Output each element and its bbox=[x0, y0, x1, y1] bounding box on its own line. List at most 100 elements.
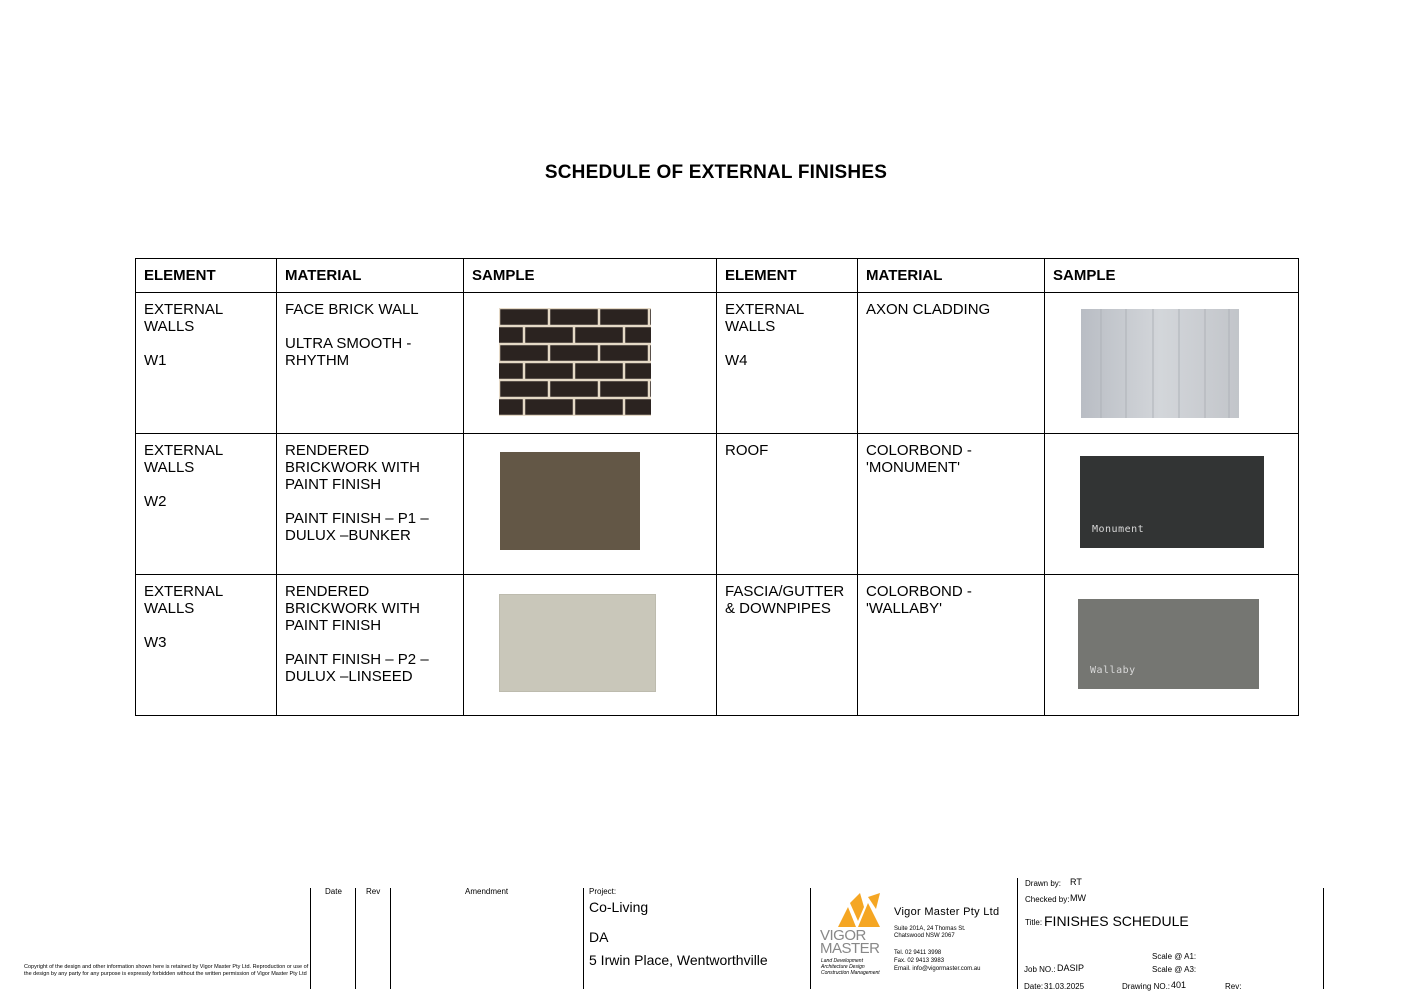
material-cell: COLORBOND - 'MONUMENT' bbox=[857, 433, 1045, 575]
sample-cell: Monument bbox=[1044, 433, 1299, 575]
sample-cell bbox=[1044, 292, 1299, 434]
brick bbox=[525, 327, 573, 343]
scale-a1-label: Scale @ A1: bbox=[1152, 952, 1197, 961]
job-no-value: DASIP bbox=[1057, 963, 1085, 973]
material-cell: RENDERED BRICKWORK WITH PAINT FINISH PAI… bbox=[276, 433, 464, 575]
company-contact: Tel. 02 9411 3998 Fax. 02 9413 3983 Emai… bbox=[894, 949, 980, 973]
element-cell: ROOF bbox=[716, 433, 858, 575]
logo-line-2: MASTER bbox=[820, 940, 880, 957]
brick bbox=[625, 399, 651, 415]
title-label: Title: bbox=[1025, 918, 1043, 927]
brick bbox=[575, 399, 623, 415]
element-cell: EXTERNAL WALLS W2 bbox=[135, 433, 277, 575]
date-column-label: Date bbox=[325, 887, 342, 896]
divider bbox=[1323, 888, 1324, 989]
amendment-column-label: Amendment bbox=[465, 887, 509, 896]
element-cell: EXTERNAL WALLS W4 bbox=[716, 292, 858, 434]
brick bbox=[500, 381, 548, 397]
logo-line-1: VIGOR bbox=[820, 927, 866, 944]
logo-tagline-2: Architecture Design bbox=[821, 964, 865, 970]
project-stage: DA bbox=[589, 929, 609, 945]
linseed-paint-swatch bbox=[499, 594, 656, 692]
header-sample: SAMPLE bbox=[463, 258, 717, 293]
checked-by-value: MW bbox=[1070, 893, 1086, 903]
brick bbox=[650, 309, 651, 325]
brick bbox=[525, 363, 573, 379]
rev-row-label: Rev: bbox=[1225, 982, 1242, 991]
element-cell: EXTERNAL WALLS W3 bbox=[135, 574, 277, 716]
brick bbox=[625, 363, 651, 379]
element-cell: FASCIA/GUTTER & DOWNPIPES bbox=[716, 574, 858, 716]
logo-tagline-1: Land Development bbox=[821, 958, 863, 964]
finishes-schedule-table: ELEMENT MATERIAL SAMPLE ELEMENT MATERIAL… bbox=[135, 258, 1299, 716]
swatch-label: Monument bbox=[1092, 524, 1145, 535]
header-element: ELEMENT bbox=[135, 258, 277, 293]
checked-by-label: Checked by: bbox=[1025, 895, 1070, 904]
date-row-label: Date: bbox=[1024, 982, 1044, 991]
vigor-master-logo-icon bbox=[838, 893, 880, 927]
drawing-no-value: 401 bbox=[1171, 980, 1187, 990]
drawing-no-label: Drawing NO.: bbox=[1122, 982, 1171, 991]
table-row: EXTERNAL WALLS W2 RENDERED BRICKWORK WIT… bbox=[135, 433, 1299, 575]
project-label: Project: bbox=[589, 887, 617, 896]
brick bbox=[499, 399, 523, 415]
header-material: MATERIAL bbox=[276, 258, 464, 293]
wallaby-colorbond-swatch: Wallaby bbox=[1078, 599, 1259, 689]
divider bbox=[390, 888, 391, 989]
brick bbox=[499, 327, 523, 343]
header-material: MATERIAL bbox=[857, 258, 1045, 293]
logo-tagline-3: Construction Management bbox=[821, 970, 880, 976]
material-cell: RENDERED BRICKWORK WITH PAINT FINISH PAI… bbox=[276, 574, 464, 716]
company-email: Email. info@vigormaster.com.au bbox=[894, 966, 981, 972]
brick bbox=[550, 345, 598, 361]
company-tel: Tel. 02 9411 3998 bbox=[894, 950, 942, 956]
drawn-by-value: RT bbox=[1070, 877, 1082, 887]
table-row: EXTERNAL WALLS W3 RENDERED BRICKWORK WIT… bbox=[135, 574, 1299, 716]
brick bbox=[500, 345, 548, 361]
brick bbox=[600, 345, 648, 361]
brick bbox=[550, 309, 598, 325]
brick bbox=[650, 345, 651, 361]
address-line-2: Chatswood NSW 2067 bbox=[894, 933, 955, 939]
brick bbox=[650, 381, 651, 397]
copyright-notice: Copyright of the design and other inform… bbox=[24, 964, 309, 977]
bunker-paint-swatch bbox=[500, 452, 640, 550]
logo-tagline: Land Development Architecture Design Con… bbox=[821, 958, 880, 976]
brick bbox=[550, 381, 598, 397]
project-address: 5 Irwin Place, Wentworthville bbox=[589, 952, 768, 968]
divider bbox=[583, 888, 584, 989]
company-fax: Fax. 02 9413 3983 bbox=[894, 958, 945, 964]
drawing-title: FINISHES SCHEDULE bbox=[1044, 913, 1189, 929]
sample-cell bbox=[463, 292, 717, 434]
divider bbox=[810, 888, 811, 989]
element-cell: EXTERNAL WALLS W1 bbox=[135, 292, 277, 434]
divider bbox=[1017, 878, 1018, 989]
brick bbox=[575, 363, 623, 379]
brick-sample-swatch bbox=[499, 308, 651, 416]
table-row: EXTERNAL WALLS W1 FACE BRICK WALL ULTRA … bbox=[135, 292, 1299, 434]
material-cell: FACE BRICK WALL ULTRA SMOOTH - RHYTHM bbox=[276, 292, 464, 434]
scale-a3-label: Scale @ A3: bbox=[1152, 965, 1197, 974]
brick bbox=[625, 327, 651, 343]
table-header-row: ELEMENT MATERIAL SAMPLE ELEMENT MATERIAL… bbox=[135, 258, 1299, 293]
divider bbox=[310, 888, 311, 989]
header-element: ELEMENT bbox=[716, 258, 858, 293]
brick bbox=[575, 327, 623, 343]
company-name: Vigor Master Pty Ltd bbox=[894, 906, 1000, 918]
material-cell: COLORBOND - 'WALLABY' bbox=[857, 574, 1045, 716]
brick bbox=[525, 399, 573, 415]
brick bbox=[499, 363, 523, 379]
sample-cell: Wallaby bbox=[1044, 574, 1299, 716]
sample-cell bbox=[463, 433, 717, 575]
drawn-by-label: Drawn by: bbox=[1025, 879, 1062, 888]
job-no-label: Job NO.: bbox=[1024, 965, 1056, 974]
header-sample: SAMPLE bbox=[1044, 258, 1299, 293]
divider bbox=[355, 888, 356, 989]
monument-colorbond-swatch: Monument bbox=[1080, 456, 1264, 548]
page-title: SCHEDULE OF EXTERNAL FINISHES bbox=[544, 162, 888, 183]
brick bbox=[600, 381, 648, 397]
project-name: Co-Living bbox=[589, 899, 649, 915]
cladding-sample-swatch bbox=[1081, 309, 1239, 418]
material-cell: AXON CLADDING bbox=[857, 292, 1045, 434]
brick bbox=[500, 309, 548, 325]
